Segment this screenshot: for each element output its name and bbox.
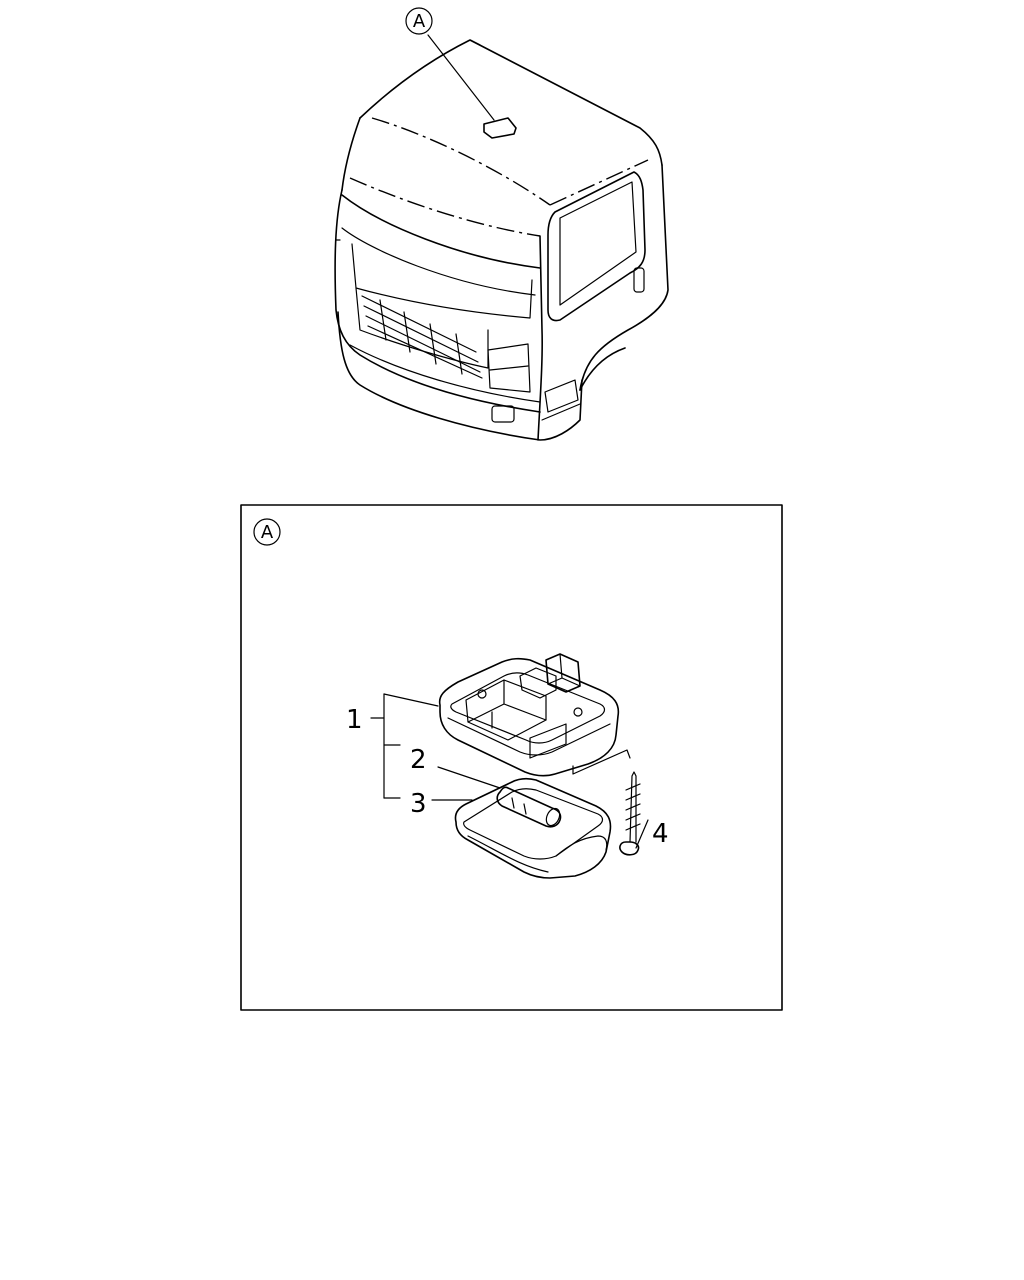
callout-2: 2 [410, 745, 427, 775]
detail-ref-marker: A [253, 518, 281, 546]
view-ref-marker: A [405, 7, 433, 35]
truck-cab-illustration [334, 39, 669, 441]
bulb-illustration [496, 786, 562, 828]
detail-frame [240, 504, 783, 1011]
detail-ref-letter: A [261, 522, 274, 543]
leader-lines [370, 693, 649, 849]
screw-illustration [619, 771, 641, 856]
view-ref-leader [427, 34, 495, 121]
callout-1: 1 [346, 705, 363, 735]
view-ref-letter: A [413, 11, 426, 32]
callout-4: 4 [652, 819, 669, 849]
lamp-lens-illustration [454, 777, 612, 879]
callout-3: 3 [410, 789, 427, 819]
lamp-housing-illustration [438, 653, 620, 777]
install-indicator-line [572, 749, 631, 775]
